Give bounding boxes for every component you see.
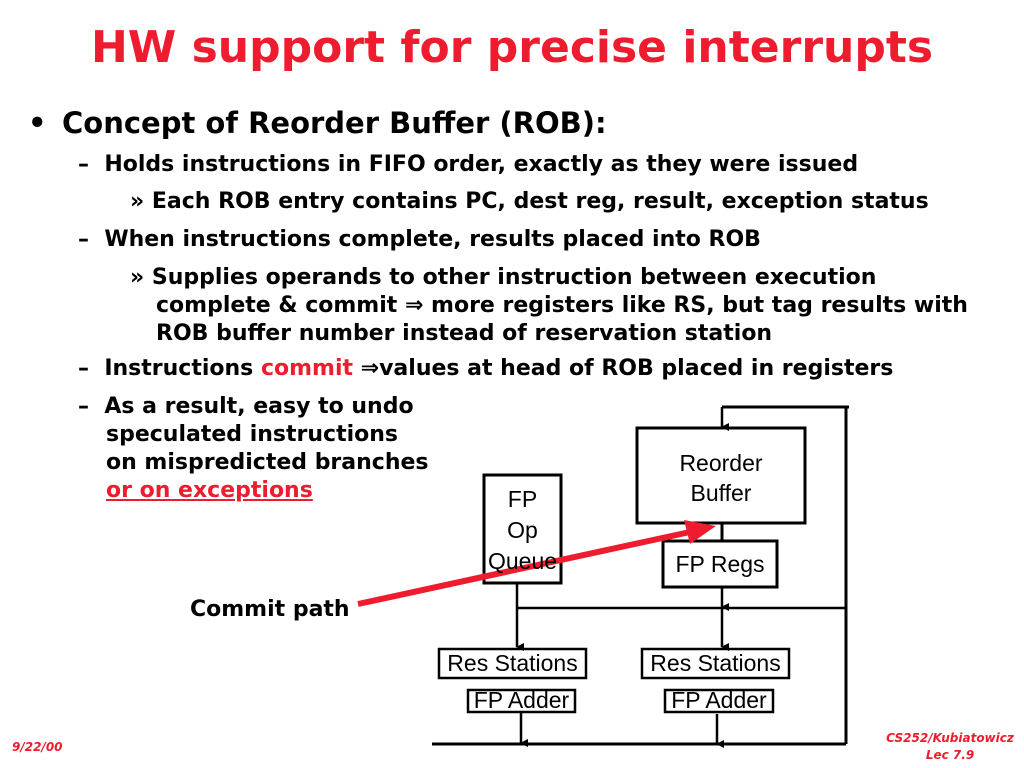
fp-regs-box: [661, 539, 779, 589]
commit-highlight: commit: [260, 356, 353, 381]
fp-op-queue-box: [482, 473, 563, 585]
sub-bullet-complete: – When instructions complete, results pl…: [78, 227, 761, 252]
res-stations-left-box: [437, 647, 588, 680]
res-stations-right-label: Res Stations: [650, 650, 781, 676]
commit-path-arrow: [357, 520, 716, 607]
footer-date: 9/22/00: [12, 740, 63, 754]
res-stations-left-label: Res Stations: [447, 650, 578, 676]
exceptions-link: or on exceptions: [106, 478, 313, 503]
fp-adder-right-label: FP Adder: [671, 687, 767, 713]
fp-adder-right-box: [663, 688, 775, 714]
sub-bullet-undo: – As a result, easy to undo speculated i…: [78, 394, 429, 503]
res-stations-right-box: [640, 647, 791, 680]
slide-title: HW support for precise interrupts: [90, 22, 934, 73]
bullet-rob: •Concept of Reorder Buffer (ROB):: [28, 106, 607, 140]
sub-bullet-commit: – Instructions commit ⇒values at head of…: [78, 356, 894, 381]
fp-regs-label: FP Regs: [675, 551, 765, 577]
fp-adder-left-label: FP Adder: [473, 687, 570, 713]
sub-bullet-fifo: – Holds instructions in FIFO order, exac…: [78, 152, 859, 177]
sub-sub-bullet-operands: » Supplies operands to other instruction…: [130, 265, 968, 346]
sub-sub-bullet-entry: » Each ROB entry contains PC, dest reg, …: [130, 189, 929, 214]
commit-path-label: Commit path: [190, 597, 350, 622]
